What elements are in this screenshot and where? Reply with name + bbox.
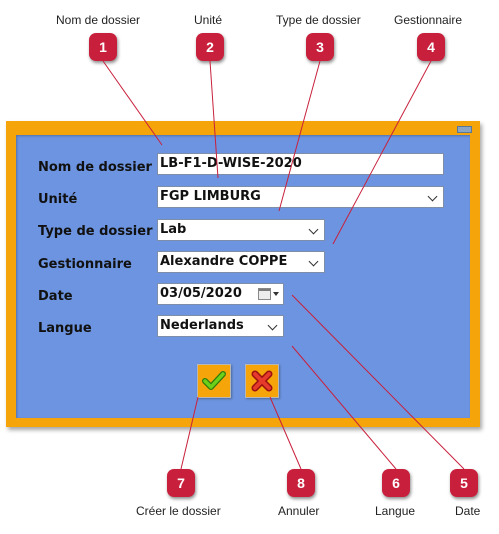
callout-badge-3: 3	[306, 33, 334, 61]
callout-badge-1: 1	[89, 33, 117, 61]
callout-label-langue: Langue	[375, 504, 416, 518]
gestionnaire-select[interactable]: Alexandre COPPE	[157, 251, 325, 273]
callout-badge-8: 8	[287, 469, 315, 497]
create-dossier-button[interactable]	[197, 364, 231, 398]
chevron-down-icon	[308, 224, 319, 235]
callout-badge-5: 5	[450, 469, 478, 497]
callout-label-type-de-dossier: Type de dossier	[276, 13, 361, 27]
chevron-down-icon	[308, 256, 319, 267]
cross-icon	[251, 370, 273, 392]
calendar-icon[interactable]	[258, 288, 271, 300]
dossier-name-input[interactable]: LB-F1-D-WISE-2020	[157, 153, 444, 175]
date-value: 03/05/2020	[160, 286, 242, 301]
label-type-de-dossier: Type de dossier	[38, 224, 153, 239]
unite-select[interactable]: FGP LIMBURG	[157, 186, 444, 208]
date-picker[interactable]: 03/05/2020	[157, 283, 284, 305]
label-gestionnaire: Gestionnaire	[38, 257, 132, 272]
langue-select-value: Nederlands	[160, 318, 244, 333]
create-dossier-dialog: Nom de dossier LB-F1-D-WISE-2020 Unité F…	[6, 121, 480, 427]
checkmark-icon	[202, 371, 226, 390]
callout-label-creer-le-dossier: Créer le dossier	[136, 504, 221, 518]
minimize-icon[interactable]	[457, 126, 472, 133]
label-langue: Langue	[38, 321, 92, 336]
caret-down-icon[interactable]	[273, 292, 279, 296]
callout-label-nom-de-dossier: Nom de dossier	[56, 13, 141, 27]
langue-select[interactable]: Nederlands	[157, 315, 284, 337]
callout-label-unite: Unité	[194, 13, 223, 27]
callout-badge-4: 4	[417, 33, 445, 61]
dialog-form-panel: Nom de dossier LB-F1-D-WISE-2020 Unité F…	[16, 135, 470, 418]
label-nom-de-dossier: Nom de dossier	[38, 160, 152, 175]
callout-badge-6: 6	[382, 469, 410, 497]
callout-label-date: Date	[455, 504, 481, 518]
chevron-down-icon	[267, 320, 278, 331]
callout-badge-7: 7	[167, 469, 195, 497]
callout-label-gestionnaire: Gestionnaire	[394, 13, 463, 27]
type-de-dossier-select[interactable]: Lab	[157, 219, 325, 241]
callout-label-annuler: Annuler	[278, 504, 320, 518]
gestionnaire-select-value: Alexandre COPPE	[160, 254, 288, 269]
chevron-down-icon	[427, 191, 438, 202]
cancel-button[interactable]	[245, 364, 279, 398]
label-unite: Unité	[38, 192, 78, 207]
callout-badge-2: 2	[196, 33, 224, 61]
type-select-value: Lab	[160, 222, 187, 237]
label-date: Date	[38, 289, 73, 304]
unite-select-value: FGP LIMBURG	[160, 189, 261, 204]
